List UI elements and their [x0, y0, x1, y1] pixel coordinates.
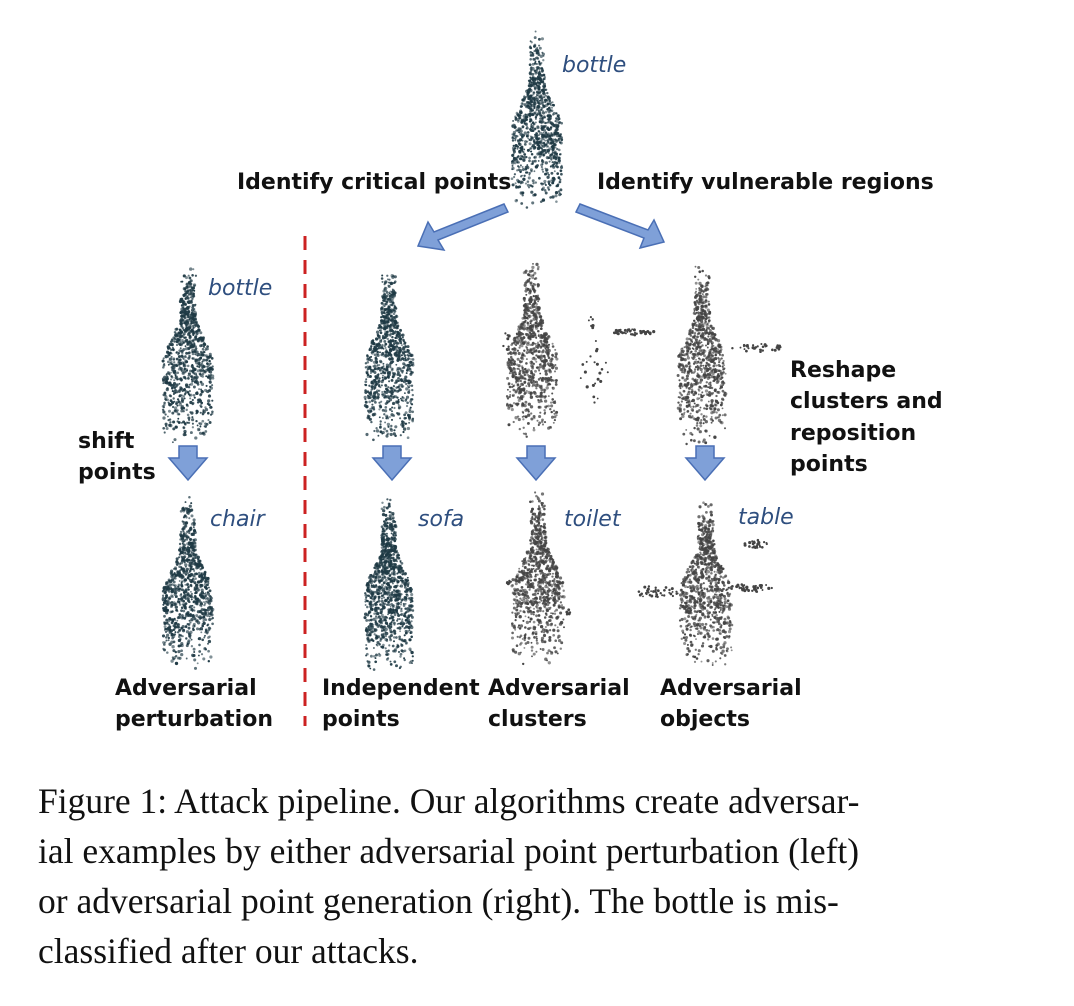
- bottle-top: [510, 30, 564, 209]
- arrow-right-diagonal: [574, 203, 666, 250]
- col1-caption-line1: Adversarial: [115, 676, 257, 701]
- bottle-col3-adversarial: [510, 491, 566, 666]
- cluster-col3-left: [502, 332, 511, 351]
- reshape-label-line1: Reshape: [790, 358, 896, 383]
- down-arrow-col4: [684, 445, 726, 482]
- col2-bottom-class: sofa: [418, 507, 464, 532]
- col1-bottom-class: chair: [210, 507, 267, 532]
- caption-line-3: or adversarial point generation (right).…: [38, 881, 839, 921]
- col1-top-class: bottle: [208, 276, 272, 301]
- col4-caption-line1: Adversarial: [660, 676, 802, 701]
- reshape-label-line2: clusters and: [790, 389, 943, 414]
- caption-line-2: ial examples by either adversarial point…: [38, 831, 860, 871]
- bottle-col1-original: [161, 267, 215, 444]
- col3-bottom-class: toilet: [564, 507, 622, 532]
- bottle-point-clouds: [161, 30, 734, 671]
- arrow-left-diagonal: [416, 203, 510, 251]
- caption-line-1: Figure 1: Attack pipeline. Our algorithm…: [38, 781, 860, 821]
- right-step-label: Identify vulnerable regions: [597, 170, 934, 195]
- figure-caption: Figure 1: Attack pipeline. Our algorithm…: [38, 776, 1008, 976]
- object-col4-right-bar: [727, 583, 773, 593]
- down-arrow-col1: [167, 445, 209, 482]
- col4-bottom-class: table: [738, 505, 794, 530]
- col3-caption-line1: Adversarial: [488, 676, 630, 701]
- shift-label-line2: points: [78, 460, 156, 485]
- reshape-label-line4: points: [790, 452, 868, 477]
- bottle-col4-original: [676, 265, 728, 446]
- col3-caption-line2: clusters: [488, 707, 587, 732]
- bottle-col2-original: [363, 274, 415, 442]
- down-arrows: [167, 445, 726, 482]
- object-col4-left-bar: [637, 585, 679, 599]
- bottle-col1-perturbed: [161, 495, 215, 670]
- down-arrow-col3: [515, 445, 557, 482]
- shift-label-line1: shift: [78, 429, 135, 454]
- cluster-col3-left-dot: [505, 579, 512, 586]
- figure-stage: bottle Identify critical points Identify…: [78, 30, 943, 732]
- cluster-col3-right-dot: [565, 608, 572, 616]
- cluster-col3-vertical: [579, 339, 609, 404]
- bottle-col3-original: [505, 262, 559, 438]
- left-step-label: Identify critical points: [237, 170, 511, 195]
- cluster-col3-small: [587, 316, 595, 330]
- reshape-label-line3: reposition: [790, 421, 916, 446]
- top-class-label: bottle: [562, 53, 626, 78]
- col1-caption-line2: perturbation: [115, 707, 273, 732]
- bottle-col2-adversarial: [363, 498, 415, 671]
- col2-caption-line1: Independent: [322, 676, 480, 701]
- adversarial-extra-points: [502, 316, 782, 616]
- col2-caption-line2: points: [322, 707, 400, 732]
- col4-caption-line2: objects: [660, 707, 750, 732]
- caption-line-4: classified after our attacks.: [38, 931, 419, 971]
- cluster-col3-horizontal: [612, 328, 656, 337]
- down-arrow-col2: [371, 445, 413, 482]
- object-col4-upper: [731, 342, 782, 353]
- object-col4-upper-right: [743, 538, 768, 550]
- bottle-col4-adversarial: [678, 501, 734, 666]
